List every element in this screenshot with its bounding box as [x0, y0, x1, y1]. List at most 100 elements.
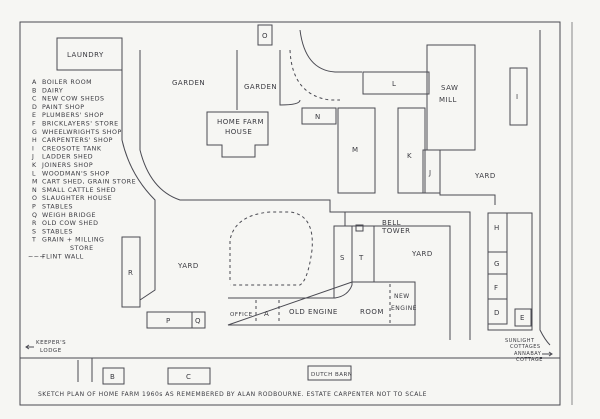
building-e — [514, 308, 532, 327]
building-l — [362, 71, 430, 95]
label-keepers: KEEPER'S — [36, 340, 66, 346]
legend-label: STABLES — [42, 228, 73, 235]
legend-key: H — [32, 137, 37, 144]
legend-key: ~~~ — [28, 253, 45, 260]
legend-key: J — [31, 154, 34, 161]
label-m: M — [352, 146, 359, 154]
label-e: E — [520, 314, 525, 322]
legend-key: D — [32, 104, 37, 111]
flint-wall-yard — [229, 211, 313, 286]
road-edge-center — [139, 50, 471, 340]
label-n: N — [315, 113, 321, 121]
legend-key: K — [32, 162, 37, 169]
legend-label: LADDER SHED — [42, 154, 93, 161]
label-house-2: HOUSE — [225, 128, 252, 136]
label-lodge: LODGE — [40, 348, 62, 354]
legend-key: T — [31, 237, 36, 244]
legend-label: CREOSOTE TANK — [42, 145, 102, 152]
legend-label: FLINT WALL — [42, 253, 84, 260]
legend-label: WOODMAN'S SHOP — [42, 170, 110, 177]
legend-key: I — [32, 145, 34, 152]
label-cottages: COTTAGES — [510, 344, 541, 350]
building-b — [102, 367, 125, 385]
building-c — [167, 367, 211, 385]
legend-key: N — [32, 187, 37, 194]
label-house-1: HOME FARM — [217, 118, 264, 126]
label-sunlight: SUNLIGHT — [505, 338, 535, 344]
legend-label: BOILER ROOM — [42, 79, 92, 86]
building-i — [509, 67, 528, 126]
building-r — [121, 236, 141, 308]
garden-wall — [279, 50, 301, 106]
legend-label: CART SHED, GRAIN STORE — [42, 179, 136, 186]
label-yard-center: YARD — [411, 250, 433, 258]
arrow-west-icon — [25, 344, 34, 350]
label-dutch-barn: DUTCH BARN — [311, 372, 353, 378]
legend-key: F — [32, 121, 36, 128]
label-garden-east: GARDEN — [244, 83, 277, 91]
label-g: G — [494, 260, 500, 268]
label-yard-west: YARD — [177, 262, 199, 270]
label-c: C — [186, 373, 191, 381]
bell-tower — [355, 224, 364, 232]
legend-label: JOINERS SHOP — [41, 162, 93, 169]
legend-label: NEW COW SHEDS — [42, 96, 105, 103]
label-annabay: ANNABAY — [514, 351, 542, 357]
label-b: B — [110, 373, 115, 381]
legend-key: A — [32, 79, 37, 86]
legend-key: G — [32, 129, 37, 136]
label-k: K — [407, 152, 412, 160]
building-k — [397, 107, 426, 194]
building-s — [333, 225, 353, 299]
legend-key: Q — [32, 212, 37, 219]
label-yard-east: YARD — [474, 172, 496, 180]
label-f: F — [494, 284, 499, 292]
legend-key: S — [32, 228, 37, 235]
legend-label: PAINT SHOP — [42, 104, 85, 111]
legend-label: STORE — [70, 245, 94, 252]
legend-key: P — [32, 204, 36, 211]
building-q — [191, 311, 206, 329]
label-d: D — [494, 309, 500, 317]
label-o: O — [262, 32, 268, 40]
road-east — [539, 30, 551, 346]
building-laundry — [56, 37, 123, 71]
label-old-engine: OLD ENGINE — [289, 308, 338, 316]
label-t: T — [358, 254, 364, 262]
legend-label: GRAIN + MILLING — [42, 237, 104, 244]
label-room: ROOM — [360, 308, 384, 316]
legend-key: E — [32, 112, 36, 119]
label-a: A — [264, 310, 269, 318]
road-edge-west — [121, 70, 156, 301]
label-garden-west: GARDEN — [172, 79, 205, 87]
label-q: Q — [195, 317, 201, 325]
label-r: R — [128, 269, 133, 277]
legend-key: L — [32, 170, 36, 177]
label-engine: ENGINE — [391, 305, 417, 312]
building-home-farm-house — [206, 111, 269, 158]
legend-label: SMALL CATTLE SHED — [42, 187, 116, 194]
building-d — [487, 298, 508, 325]
building-j — [422, 149, 441, 194]
legend-label: BRICKLAYERS' STORE — [42, 121, 119, 128]
legend-key: B — [32, 87, 37, 94]
legend-label: OLD COW SHED — [42, 220, 98, 227]
legend-label: WHEELWRIGHTS SHOP — [42, 129, 122, 136]
building-saw-mill — [426, 44, 476, 151]
building-o — [257, 24, 273, 46]
label-bell: BELL — [382, 219, 401, 227]
building-n — [301, 107, 337, 125]
label-tower: TOWER — [381, 227, 411, 235]
lane-gate — [77, 358, 93, 382]
legend-label: PLUMBERS' SHOP — [42, 112, 104, 119]
legend-label: STABLES — [42, 204, 73, 211]
building-h — [487, 212, 508, 253]
label-s: S — [340, 254, 345, 262]
label-saw: SAW — [441, 84, 458, 92]
legend-key: C — [32, 96, 37, 103]
legend-label: DAIRY — [42, 87, 63, 94]
legend-key: M — [32, 179, 38, 186]
label-cottage: COTTAGE — [516, 357, 543, 363]
